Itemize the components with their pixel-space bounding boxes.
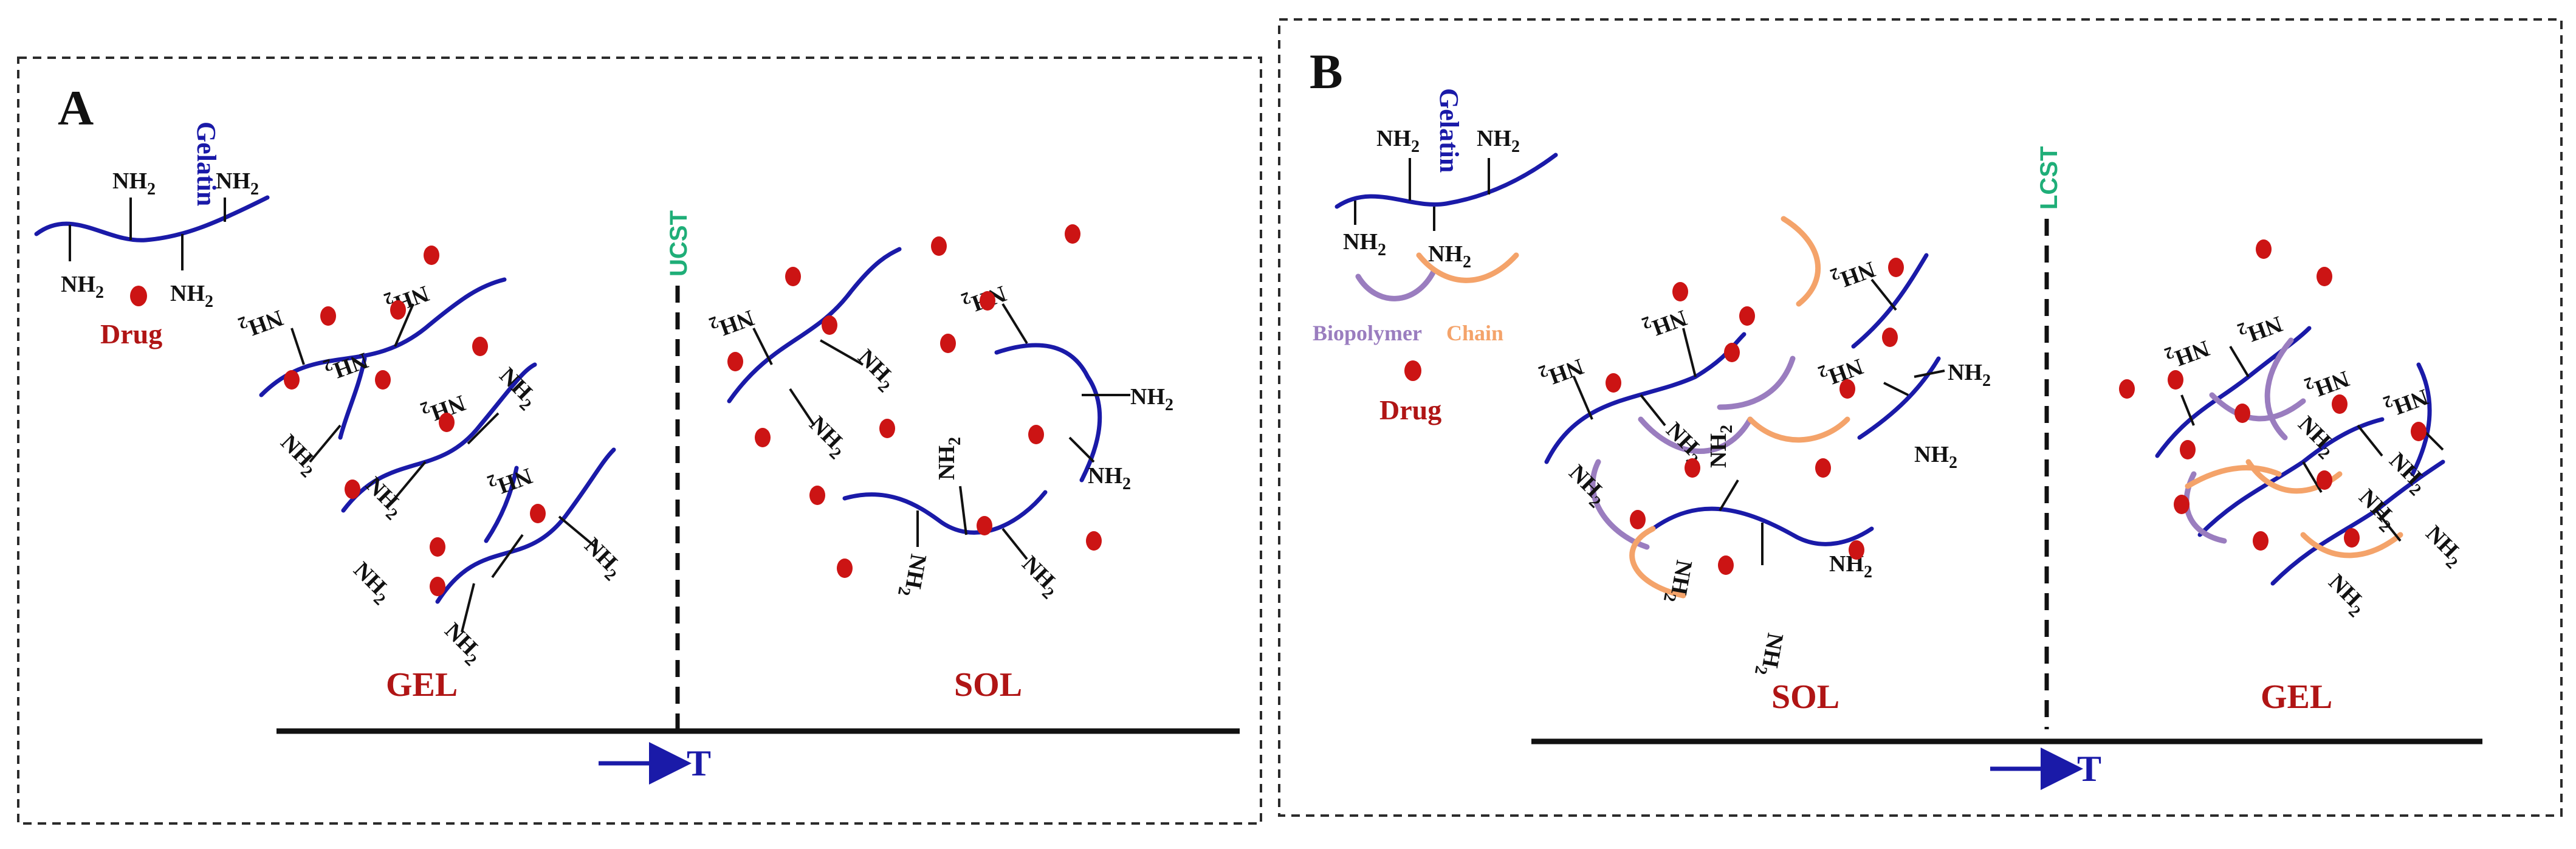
panel-b-axis-label: T [2077,749,2101,789]
amine-label: NH2 [1948,360,1991,390]
amine-label: NH2 [1536,349,1587,392]
gelatin-label: Gelatin [191,122,221,206]
amine-label: NH2 [272,430,325,482]
amine-label: NH2 [2380,379,2431,422]
amine-label: NH2 [345,557,397,610]
amine-label: NH2 [2351,484,2403,537]
amine-label: NH2 [1130,384,1173,414]
drug-label: Drug [1379,394,1441,425]
amine-label: NH2 [2381,448,2433,500]
panel-b-letter: B [1310,44,1343,99]
amine-label: NH2 [1561,460,1613,512]
amine-label: NH2 [357,472,410,524]
amine-label: NH2 [484,458,535,501]
amine-label: NH2 [1827,252,1878,295]
amine-label: NH2 [1751,630,1788,678]
panel-a-frame [17,57,1262,825]
panel-b-right-state: GEL [2261,678,2332,716]
amine-label: NH2 [1660,557,1697,605]
amine-label: NH2 [170,281,213,311]
panel-b-legend: NH2 NH2 NH2 NH2 Gelatin Biopolymer Chain… [1313,88,1558,425]
panel-a-critical-temp-label: UCST [665,210,692,277]
panel-a-axis-label: T [687,743,711,783]
amine-label: NH2 [894,551,932,599]
panel-b-left-state: SOL [1771,678,1839,716]
panel-a: A NH2 NH2 NH2 NH2 Gelatin Drug [17,57,1262,825]
amine-label: NH2 [1014,551,1066,603]
amine-label: NH2 [2290,411,2342,464]
panel-b-critical-temp-label: LCST [2036,146,2063,210]
panel-a-letter: A [58,80,94,136]
panel-b-sol-network: NH2 NH2 NH2 NH2 NH2 NH2 NH2 NH2 NH2 NH2 … [1536,216,1991,716]
amine-label: NH2 [2162,331,2213,374]
amine-label: NH2 [112,168,156,199]
panel-a-legend: NH2 NH2 NH2 NH2 Gelatin Drug [34,122,270,349]
amine-label: NH2 [1343,229,1386,260]
panel-b: B NH2 NH2 NH2 NH2 Gelatin Biopolymer Cha… [1278,18,2563,817]
drug-dot-icon [130,286,147,306]
panel-b-gel-network: NH2 NH2 NH2 NH2 NH2 NH2 NH2 NH2 NH2 GEL [2119,239,2470,716]
amine-label: NH2 [1477,126,1520,156]
amine-label: NH2 [576,533,628,585]
amine-label: NH2 [934,437,964,480]
drug-label: Drug [100,318,162,349]
amine-label: NH2 [381,276,432,319]
panel-b-frame [1278,18,2563,817]
amine-label: NH2 [706,300,757,343]
panel-a-right-state: SOL [954,666,1022,704]
amine-label: NH2 [320,343,371,386]
amine-label: NH2 [216,168,259,199]
biopolymer-label: Biopolymer [1313,321,1422,345]
gelatin-chain-icon [34,195,270,242]
amine-label: NH2 [1914,442,1957,472]
panel-a-gel-network: NH2 NH2 NH2 NH2 NH2 NH2 NH2 NH2 NH2 NH2 … [235,246,628,704]
amine-label: NH2 [2320,569,2372,622]
chain-label: Chain [1446,321,1503,345]
panel-a-sol-network: NH2 NH2 NH2 NH2 NH2 NH2 NH2 NH2 NH2 SOL [706,224,1173,704]
amine-label: NH2 [850,345,902,397]
amine-label: NH2 [2417,521,2470,573]
amine-label: NH2 [491,363,543,415]
amine-label: NH2 [2234,306,2286,349]
panel-a-left-state: GEL [386,666,458,704]
amine-label: NH2 [61,272,104,302]
biopolymer-chain-icon [1355,267,1437,301]
gelatin-chain-icon [1334,153,1558,209]
amine-label: NH2 [235,300,286,343]
amine-label: NH2 [1088,463,1131,493]
chain-icon [1416,252,1519,283]
amine-label: NH2 [436,618,489,670]
amine-label: NH2 [1376,126,1420,156]
amine-label: NH2 [1639,300,1690,343]
gelatin-label: Gelatin [1434,88,1464,173]
amine-label: NH2 [1706,425,1736,468]
drug-dot-icon [1404,360,1421,381]
